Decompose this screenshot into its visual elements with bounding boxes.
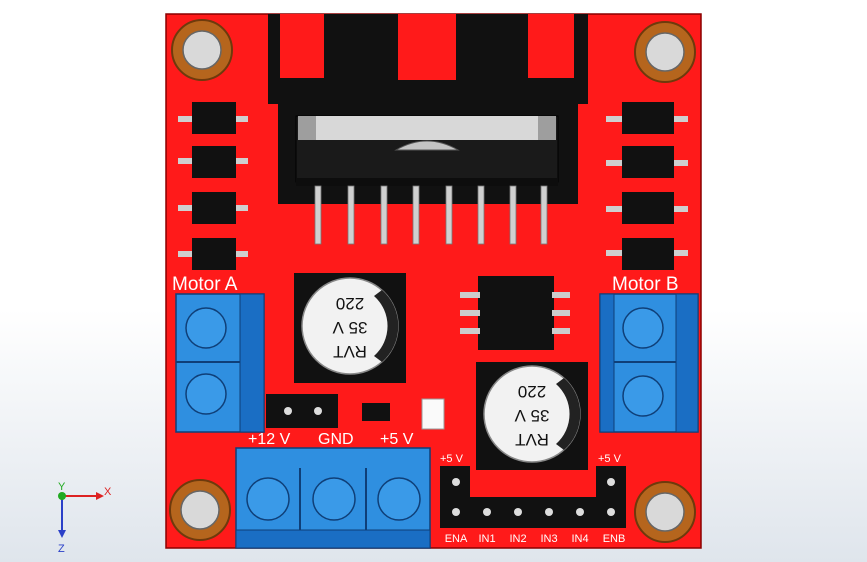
- capacitor-2-text-value: 220: [518, 382, 546, 401]
- axis-label-y: Y: [58, 481, 66, 493]
- capacitor-1: RVT 35 V 220: [294, 273, 406, 383]
- mounting-hole-top-left: [171, 19, 233, 81]
- power-terminal: [235, 447, 431, 549]
- motor-a-terminal: [175, 293, 265, 433]
- capacitor-1-text-voltage: 35 V: [332, 318, 368, 337]
- pin-header: [440, 466, 626, 528]
- mounting-hole-bottom-right: [634, 481, 696, 543]
- header-label-enb: ENB: [603, 533, 626, 545]
- motor-b-label: Motor B: [612, 274, 679, 295]
- capacitor-2-text-voltage: 35 V: [514, 406, 550, 425]
- header-label-in3: IN3: [540, 533, 557, 545]
- axis-label-z: Z: [58, 543, 65, 555]
- power-led: [421, 398, 445, 430]
- motor-b-terminal: [599, 293, 699, 433]
- power-label-gnd: GND: [318, 431, 354, 448]
- capacitor-1-text-value: 220: [336, 294, 364, 313]
- header-label-5v-right: +5 V: [598, 453, 622, 465]
- voltage-regulator: [460, 276, 570, 350]
- header-label-in1: IN1: [478, 533, 495, 545]
- header-label-5v-left: +5 V: [440, 453, 464, 465]
- l298n-chip: [295, 115, 559, 186]
- diodes-right: [606, 102, 688, 270]
- power-label-5v: +5 V: [380, 431, 414, 448]
- smd-component: [362, 403, 390, 421]
- mounting-hole-bottom-left: [169, 479, 231, 541]
- header-label-in2: IN2: [509, 533, 526, 545]
- motor-a-label: Motor A: [172, 274, 238, 295]
- chip-pins: [314, 185, 548, 245]
- header-label-ena: ENA: [445, 533, 468, 545]
- capacitor-2: RVT 35 V 220: [476, 362, 588, 470]
- jumper-5v-enable: [266, 394, 338, 428]
- capacitor-1-text-rvt: RVT: [333, 342, 367, 361]
- mounting-hole-top-right: [634, 21, 696, 83]
- capacitor-2-text-rvt: RVT: [515, 430, 549, 449]
- diodes-left: [178, 102, 248, 270]
- power-label-12v: +12 V: [248, 431, 291, 448]
- header-label-in4: IN4: [571, 533, 588, 545]
- axis-triad: X Y Z: [58, 481, 112, 555]
- axis-label-x: X: [104, 486, 112, 498]
